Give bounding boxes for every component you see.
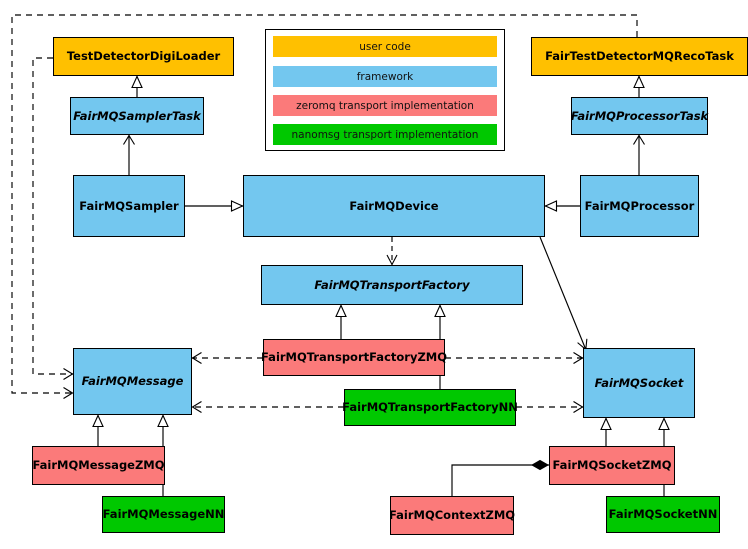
class-node-fairmqsocket[interactable]: FairMQSocket — [583, 348, 695, 418]
edge-digiloader-message — [32, 57, 74, 380]
class-label: FairMQSampler — [79, 198, 179, 213]
class-label: FairMQSamplerTask — [73, 108, 201, 123]
class-node-fairmqdevice[interactable]: FairMQDevice — [243, 175, 545, 237]
class-node-fairmqsocketnn[interactable]: FairMQSocketNN — [606, 496, 720, 533]
class-node-fairmqcontextzmq[interactable]: FairMQContextZMQ — [388, 496, 516, 535]
legend-swatch-user-code: user code — [273, 36, 497, 57]
legend-swatch-nanomsg: nanomsg transport implementation — [273, 124, 497, 145]
class-node-fairmqmessagezmq[interactable]: FairMQMessageZMQ — [32, 446, 165, 485]
class-label: FairMQProcessorTask — [570, 108, 709, 123]
class-node-fairmqsocketzmq[interactable]: FairMQSocketZMQ — [549, 446, 675, 485]
class-label: FairMQMessageNN — [102, 507, 225, 522]
legend-swatch-zeromq: zeromq transport implementation — [273, 95, 497, 116]
edge-device-socket — [539, 236, 588, 351]
class-label: FairMQProcessor — [584, 198, 695, 213]
class-node-testdetectordigiloader[interactable]: TestDetectorDigiLoader — [53, 37, 234, 76]
class-label: FairTestDetectorMQRecoTask — [545, 49, 734, 64]
class-node-fairmqmessage[interactable]: FairMQMessage — [73, 348, 192, 415]
legend-label-user-code: user code — [359, 40, 411, 53]
class-label: FairMQDevice — [349, 198, 439, 213]
class-node-fairmqsampler[interactable]: FairMQSampler — [73, 175, 185, 237]
legend-swatch-framework: framework — [273, 66, 497, 87]
legend-label-zeromq: zeromq transport implementation — [296, 99, 474, 112]
class-label: FairMQContextZMQ — [388, 508, 516, 523]
class-label: FairMQSocketZMQ — [552, 458, 672, 473]
class-node-fairmqmessagenn[interactable]: FairMQMessageNN — [102, 496, 225, 533]
legend-label-nanomsg: nanomsg transport implementation — [291, 128, 479, 141]
class-label: FairMQSocketNN — [608, 507, 718, 522]
class-node-fairmqprocessortask[interactable]: FairMQProcessorTask — [571, 97, 708, 135]
class-node-fairmqtransportfactorynn[interactable]: FairMQTransportFactoryNN — [342, 389, 518, 426]
class-node-fairtestdetectormqrecotask[interactable]: FairTestDetectorMQRecoTask — [531, 37, 748, 76]
class-label: FairMQTransportFactoryNN — [342, 400, 518, 415]
class-node-fairmqtransportfactory[interactable]: FairMQTransportFactory — [261, 265, 523, 305]
class-label: FairMQTransportFactoryZMQ — [261, 350, 448, 365]
class-node-fairmqsamplertask[interactable]: FairMQSamplerTask — [70, 97, 204, 135]
legend-label-framework: framework — [356, 70, 414, 83]
class-label: FairMQMessage — [81, 374, 184, 389]
class-label: FairMQTransportFactory — [314, 277, 470, 292]
class-node-fairmqprocessor[interactable]: FairMQProcessor — [580, 175, 699, 237]
class-label: TestDetectorDigiLoader — [66, 49, 221, 64]
class-label: FairMQMessageZMQ — [32, 458, 165, 473]
class-node-fairmqtransportfactoryzmq[interactable]: FairMQTransportFactoryZMQ — [261, 339, 448, 376]
class-label: FairMQSocket — [594, 375, 684, 390]
edge-contextzmq-socketzmq — [451, 465, 549, 496]
